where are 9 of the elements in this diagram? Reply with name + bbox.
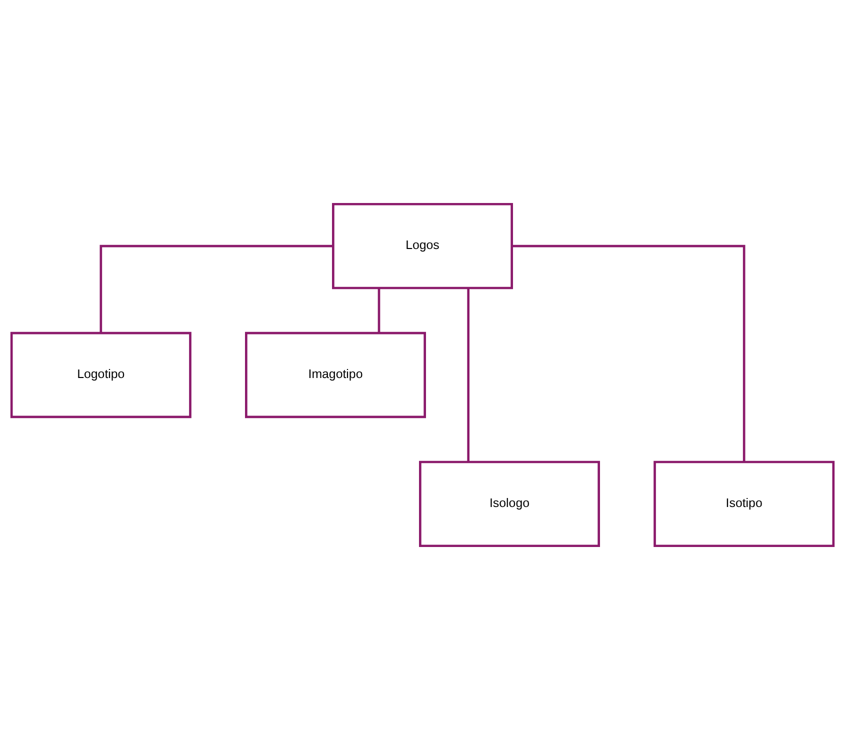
connector bbox=[100, 244, 334, 332]
node-box: Imagotipo bbox=[245, 331, 426, 418]
node-box: Isotipo bbox=[654, 460, 835, 547]
connector bbox=[378, 288, 380, 332]
connector bbox=[512, 244, 746, 462]
connector bbox=[467, 288, 470, 462]
node-box: Isologo bbox=[419, 460, 600, 547]
node-box: Logos bbox=[332, 202, 513, 289]
node-box: Logotipo bbox=[10, 331, 192, 418]
